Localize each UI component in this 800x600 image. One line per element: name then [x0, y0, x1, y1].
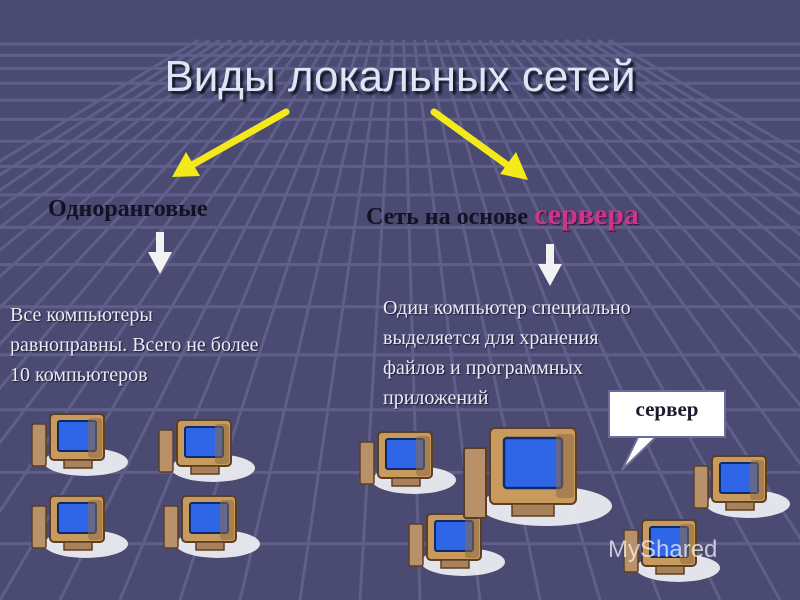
server-callout-box	[608, 390, 726, 438]
server-callout-label: сервер	[635, 397, 699, 421]
description-line: равноправны. Всего не более	[10, 334, 259, 356]
server-network-heading-prefix: Сеть на основе	[366, 204, 535, 230]
arrow-icon-left-branch	[172, 108, 290, 177]
server-network-heading: Сеть на основе сервера	[366, 198, 639, 232]
peer-to-peer-heading: Одноранговые	[48, 196, 208, 222]
peer-to-peer-description: Все компьютеры равноправны. Всего не бол…	[10, 300, 350, 390]
description-line: Все компьютеры	[10, 304, 153, 326]
watermark-logo: MyShared	[608, 536, 718, 563]
server-network-description: Один компьютер специально выделяется для…	[383, 293, 723, 413]
description-line: файлов и программных	[383, 357, 583, 379]
description-line: приложений	[383, 387, 489, 409]
server-network-heading-accent: сервера	[534, 198, 639, 231]
slide-title: Виды локальных сетей	[164, 52, 636, 101]
arrow-icon-down-right	[538, 244, 562, 286]
description-line: 10 компьютеров	[10, 364, 148, 386]
arrow-icon-right-branch	[430, 108, 528, 180]
description-line: Один компьютер специально	[383, 297, 631, 319]
description-line: выделяется для хранения	[383, 327, 599, 349]
arrow-icon-down-left	[148, 232, 172, 274]
